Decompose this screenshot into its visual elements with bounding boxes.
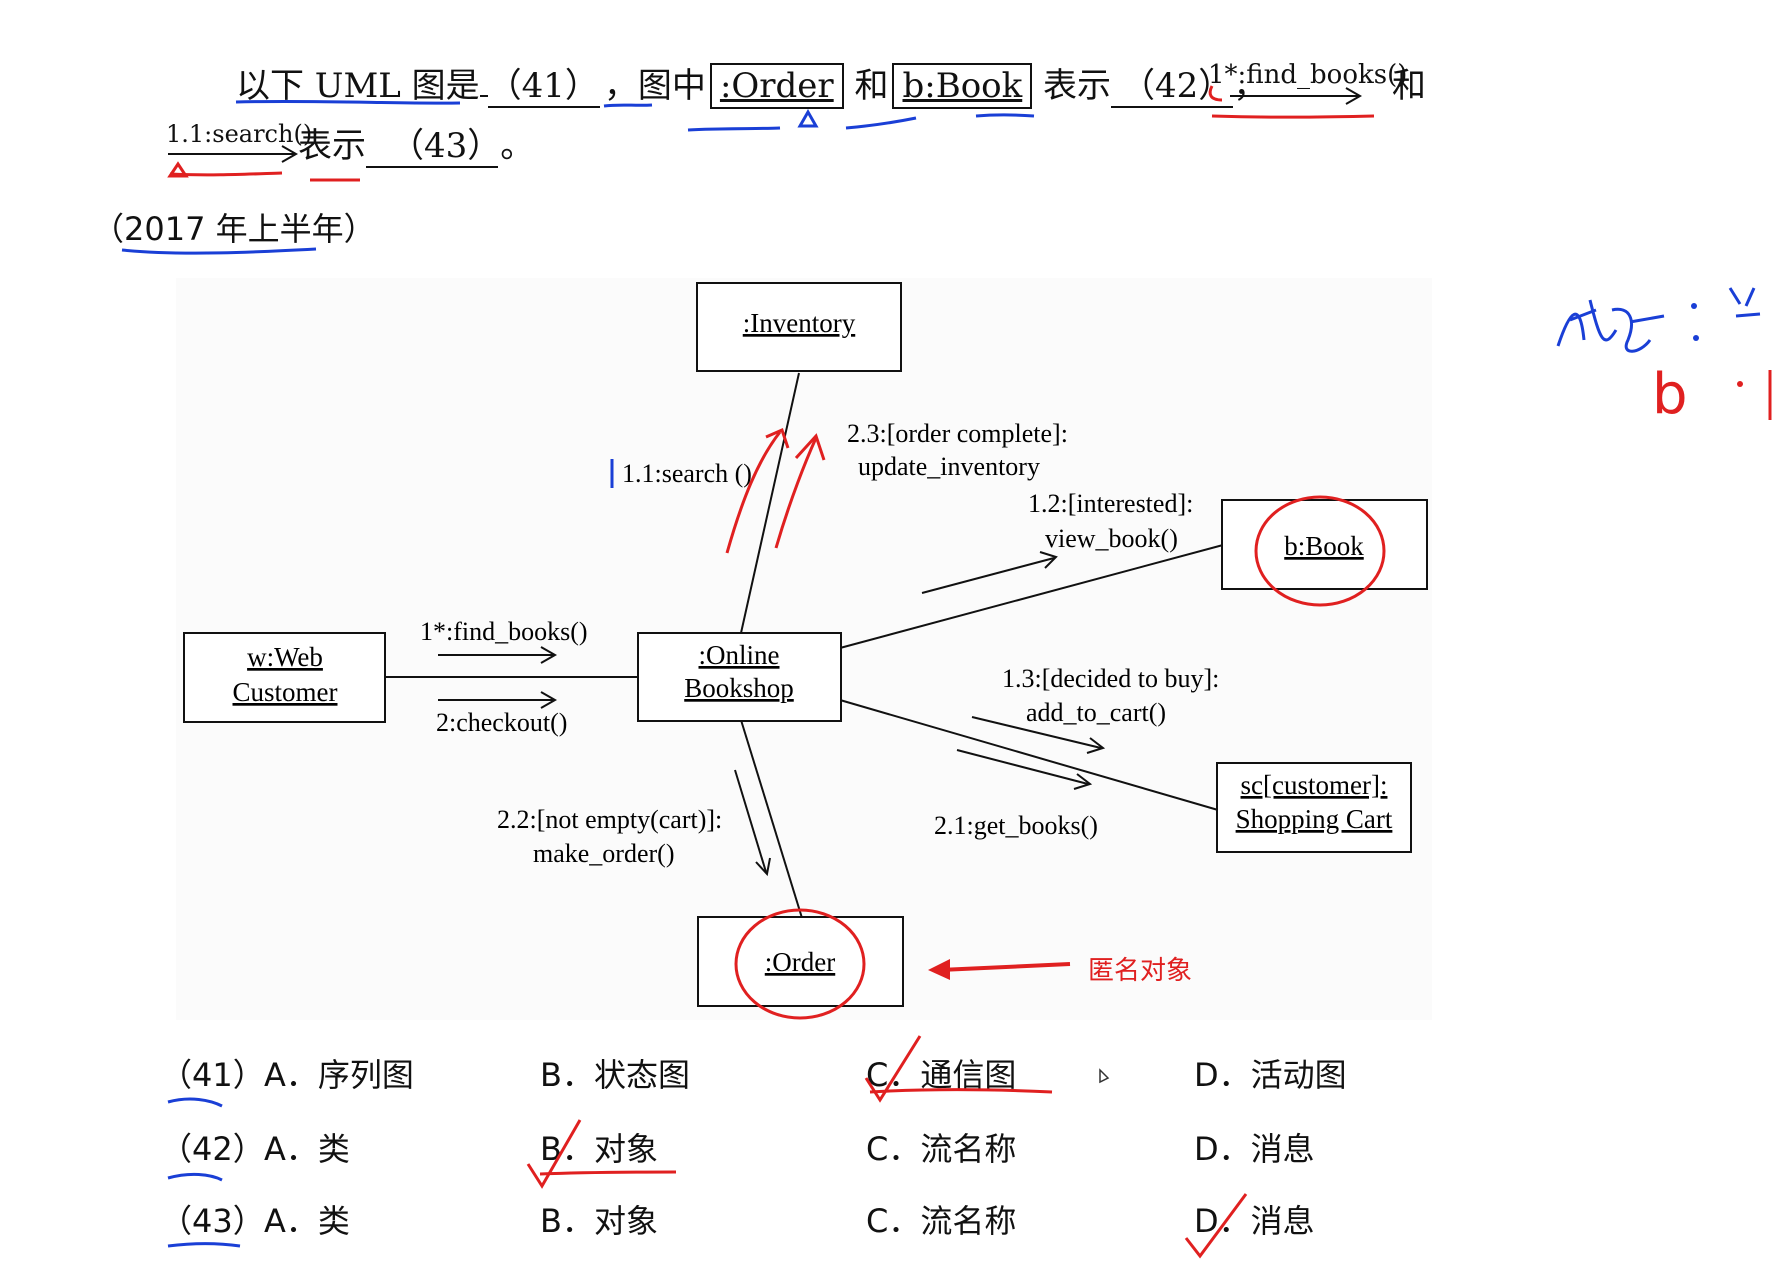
arrow-add-to-cart (971, 716, 1106, 754)
option-d: D．消息 (1194, 1130, 1315, 1168)
bookshop-label-1: :Online (699, 640, 780, 670)
anonymous-object-arrow (928, 959, 1071, 980)
bookshop-label-2: Bookshop (684, 673, 794, 703)
book-label: b:Book (1284, 531, 1364, 561)
arrow-get-books (956, 749, 1093, 790)
link-bookshop-book (839, 544, 1224, 649)
msg-get-books: 2.1:get_books() (934, 811, 1098, 840)
option-a: A．类 (264, 1130, 350, 1168)
option-row-41: （41） A．序列图 B．状态图 C．通信图 D．活动图 (160, 1050, 1347, 1096)
web-customer-label-2: Customer (233, 677, 338, 707)
denote-word: 表示 (1043, 66, 1112, 106)
msg-search: 1.1:search () (622, 459, 752, 488)
and-word: 和 (854, 66, 889, 106)
option-a: A．序列图 (264, 1056, 414, 1094)
arrow-view-book (921, 551, 1058, 594)
check-42-b (526, 1119, 582, 1189)
link-bookshop-inventory (740, 372, 800, 634)
check-43-d (1184, 1193, 1248, 1259)
margin-letter-b: b (1652, 362, 1688, 427)
option-c: C．流名称 (866, 1202, 1017, 1240)
option-b: B．对象 (540, 1130, 658, 1168)
msg1-arrow (1230, 87, 1363, 105)
msg-view-2: view_book() (1045, 524, 1178, 553)
msg-add-2: add_to_cart() (1026, 698, 1166, 727)
msg-make-2: make_order() (533, 839, 674, 868)
inventory-label: :Inventory (743, 308, 856, 338)
period: 。 (500, 126, 535, 166)
object-order: :Order (697, 916, 904, 1007)
link-bookshop-order (740, 719, 803, 919)
option-c: C．流名称 (866, 1130, 1017, 1168)
object-shopping-cart: sc[customer]: Shopping Cart (1216, 762, 1412, 853)
object-online-bookshop: :Online Bookshop (637, 632, 842, 722)
book-object-ref: b:Book (892, 63, 1033, 109)
question-ink-marks (121, 85, 1375, 255)
option-b: B．状态图 (540, 1056, 690, 1094)
msg-update-1: 2.3:[order complete]: (847, 419, 1068, 448)
anonymous-object-note: 匿名对象 (1088, 956, 1193, 986)
margin-handwriting (1556, 287, 1772, 420)
and-word-2: 和 (1392, 66, 1426, 106)
cart-label-1: sc[customer]: (1241, 770, 1388, 800)
check-41-c (864, 1035, 922, 1103)
row-num: （43） (160, 1202, 265, 1240)
link-bookshop-cart (839, 699, 1219, 811)
object-inventory: :Inventory (696, 282, 902, 372)
option-c: C．通信图 (866, 1056, 1017, 1094)
msg2-arrow (168, 145, 299, 163)
msg-make-1: 2.2:[not empty(cart)]: (497, 805, 722, 834)
arrow-find-books (438, 646, 558, 664)
blank-41: （41） (487, 66, 600, 108)
diagram-ink (610, 427, 1386, 1020)
option-row-43: （43） A．类 B．对象 C．流名称 D．消息 (160, 1196, 1315, 1242)
order-label: :Order (765, 947, 835, 977)
msg1-ref: 1*:find_books() (1208, 60, 1408, 90)
cart-label-2: Shopping Cart (1236, 804, 1393, 834)
arrow-make-order (734, 769, 771, 877)
row-num: （41） (160, 1056, 265, 1094)
web-customer-label-1: w:Web (247, 642, 323, 672)
row-num: （42） (160, 1130, 265, 1168)
exam-year: （2017 年上半年） (92, 210, 376, 248)
option-b: B．对象 (540, 1202, 658, 1240)
msg-find-books: 1*:find_books() (420, 617, 588, 646)
msg-add-1: 1.3:[decided to buy]: (1002, 664, 1219, 693)
comma: ， (1233, 66, 1268, 106)
question-mid: ，图中 (603, 66, 706, 106)
arrow-checkout (438, 691, 558, 709)
msg2-ref: 1.1:search() (166, 120, 313, 148)
msg-checkout: 2:checkout() (436, 708, 567, 737)
option-a: A．类 (264, 1202, 350, 1240)
blank-42: （42） (1111, 66, 1234, 108)
object-web-customer: w:Web Customer (183, 632, 386, 723)
option-ink-marks (167, 1035, 1248, 1259)
object-book: b:Book (1221, 499, 1428, 590)
msg-view-1: 1.2:[interested]: (1028, 489, 1193, 518)
blank-43: （43） (366, 126, 499, 168)
denote-word-2: 表示 (298, 126, 366, 166)
option-row-42: （42） A．类 B．对象 C．流名称 D．消息 (160, 1124, 1315, 1170)
option-d: D．活动图 (1194, 1056, 1347, 1094)
question-line-2: 表示（43）。 (298, 118, 535, 168)
order-object-ref: :Order (709, 63, 844, 109)
question-intro: 以下 UML 图是 (236, 66, 480, 106)
option-d: D．消息 (1194, 1202, 1315, 1240)
msg-update-2: update_inventory (858, 452, 1040, 481)
